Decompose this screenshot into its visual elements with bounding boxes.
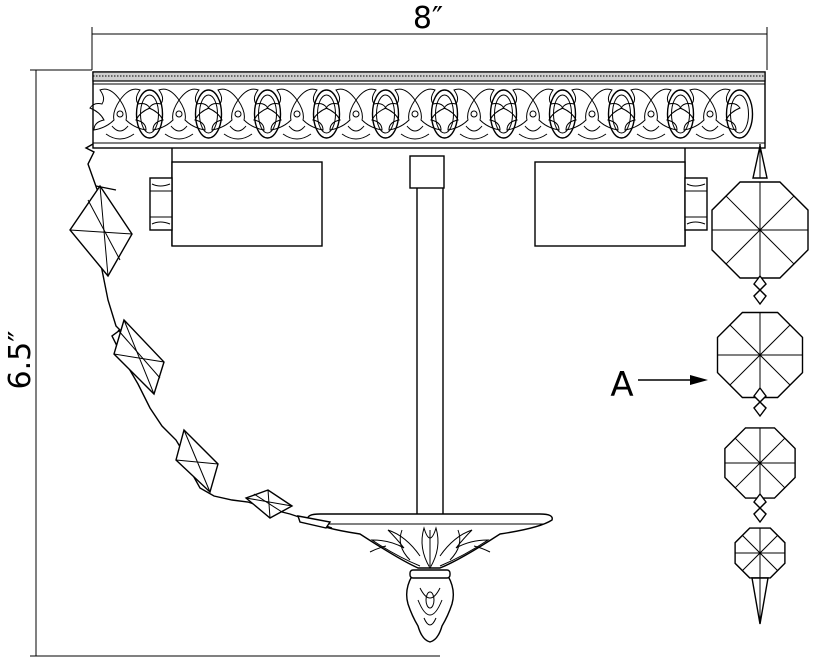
center-rod xyxy=(409,155,445,516)
bowl-leaf-ornament xyxy=(369,526,491,569)
left-socket-box xyxy=(171,161,323,247)
pendant-octagon xyxy=(724,427,796,499)
right-socket-assembly xyxy=(534,148,708,247)
strand-crystal xyxy=(244,489,294,519)
pendant-octagon xyxy=(711,181,809,279)
ornamental-band xyxy=(89,71,766,149)
rod-coupler xyxy=(409,155,445,189)
band-leaf-motif xyxy=(266,88,328,140)
left-crystal-strand xyxy=(69,143,333,529)
pendant-octagon-group xyxy=(711,181,809,579)
band-leaf-motif xyxy=(89,88,151,140)
height-dimension: 6.5″ xyxy=(3,69,440,657)
pendant-octagon xyxy=(716,311,804,399)
bottom-bowl xyxy=(307,513,553,643)
pendant-bead xyxy=(753,274,767,306)
band-leaf-motif xyxy=(207,88,269,140)
right-crystal-pendant xyxy=(711,144,809,625)
callout-label: A xyxy=(610,365,633,405)
finial xyxy=(405,569,455,643)
width-label: 8″ xyxy=(413,1,443,36)
left-socket-assembly xyxy=(149,148,323,247)
band-leaf-motif xyxy=(384,88,446,140)
strand-crystal xyxy=(69,184,133,278)
band-leaf-motif xyxy=(148,88,210,140)
callout-a: A xyxy=(610,365,708,405)
band-leaf-motif xyxy=(502,88,564,140)
band-leaf-motif xyxy=(443,88,505,140)
height-label: 6.5″ xyxy=(3,331,38,390)
strand-crystal xyxy=(296,515,332,529)
band-body xyxy=(92,71,766,149)
band-leaf-motif xyxy=(561,88,623,140)
strand-crystal xyxy=(113,318,165,396)
right-socket-box xyxy=(534,161,686,247)
width-dimension: 8″ xyxy=(91,1,768,70)
band-leaf-motif xyxy=(620,88,682,140)
band-leaf-motif xyxy=(325,88,387,140)
strand-crystal xyxy=(175,428,219,494)
pendant-bead-group xyxy=(753,274,767,524)
callout-arrowhead xyxy=(690,375,708,385)
band-leaf-motif xyxy=(679,88,741,140)
pendant-octagon xyxy=(734,527,786,579)
pendant-bead xyxy=(753,492,767,524)
band-ornament-row xyxy=(89,88,754,140)
band-oval-motif xyxy=(725,89,754,139)
pendant-bead xyxy=(753,386,767,418)
